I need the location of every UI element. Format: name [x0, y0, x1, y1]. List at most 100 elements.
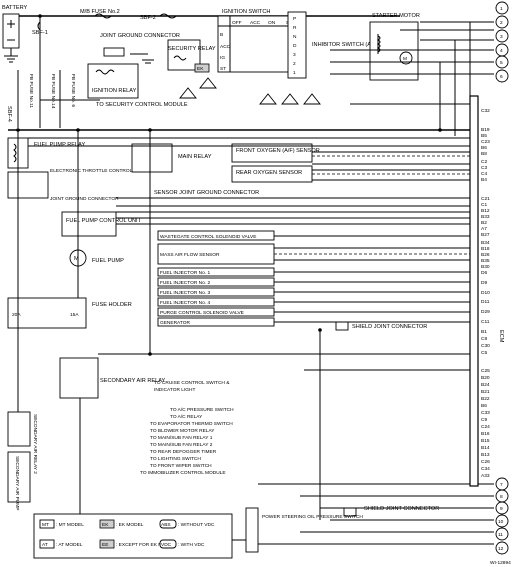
etc-relay-label: ELECTRONIC THROTTLE CONTROL RELAY — [50, 168, 150, 174]
svg-text:AT: AT — [42, 542, 48, 548]
svg-text:7: 7 — [500, 482, 503, 488]
svg-text:B2: B2 — [481, 220, 487, 226]
svg-text:2: 2 — [500, 20, 503, 26]
starter-motor-label: STARTER MOTOR — [372, 13, 420, 19]
svg-text:INDICATOR LIGHT: INDICATOR LIGHT — [154, 387, 195, 393]
svg-text:OFF: OFF — [232, 20, 242, 26]
svg-text:B6: B6 — [481, 403, 487, 409]
svg-text:C2: C2 — [481, 159, 487, 165]
svg-text:TO REAR DEFOGGER TIMER: TO REAR DEFOGGER TIMER — [150, 449, 217, 455]
svg-text:B15: B15 — [481, 438, 490, 444]
ecm-component-boxes: WASTEGATE CONTROL SOLENOID VALVE MASS AI… — [157, 230, 275, 327]
svg-text:B27: B27 — [481, 232, 490, 238]
fuse-15a: 15A — [70, 312, 79, 318]
box-inj2: FUEL INJECTOR No. 2 — [160, 280, 210, 286]
ecm-label: ECM — [498, 330, 504, 343]
svg-text:TO MAIN/SUB FAN RELAY 1: TO MAIN/SUB FAN RELAY 1 — [150, 435, 213, 441]
svg-text:B12: B12 — [481, 208, 490, 214]
wires — [17, 21, 494, 545]
svg-text:C26: C26 — [481, 459, 490, 465]
secondary-air-relay — [59, 357, 99, 399]
svg-text:B1: B1 — [481, 329, 487, 335]
svg-text:M: M — [403, 56, 407, 62]
inhibitor-switch — [287, 11, 307, 79]
ignition-switch-label: IGNITION SWITCH — [222, 9, 270, 15]
to-security-label: TO SECURITY CONTROL MODULE — [96, 102, 188, 108]
svg-text:N: N — [293, 34, 297, 40]
svg-text:B4: B4 — [481, 177, 487, 183]
ek-tag-1 — [194, 63, 210, 73]
svg-text:C8: C8 — [481, 336, 487, 342]
svg-text:D29: D29 — [481, 309, 490, 315]
shield-2-label: SHIELD JOINT CONNECTOR — [364, 506, 439, 512]
at-tag-3 — [303, 93, 321, 105]
svg-text:C3: C3 — [481, 165, 487, 171]
battery-symbol — [2, 13, 20, 49]
ign-row-headers: B ACC IG ST — [220, 32, 231, 72]
svg-text:C24: C24 — [481, 424, 490, 430]
fb14-label: FB FUSE No.14 — [50, 74, 56, 109]
front-o2-label: FRONT OXYGEN (A/F) SENSOR — [236, 148, 320, 154]
svg-text:8: 8 — [500, 494, 503, 500]
svg-text:MT: MT — [42, 522, 49, 528]
svg-text:TO IMMOBILIZER CONTROL MODULE: TO IMMOBILIZER CONTROL MODULE — [140, 470, 226, 476]
svg-text:ABS: ABS — [161, 522, 171, 528]
fuel-pump-control-unit — [61, 211, 117, 237]
ecm-pins-upper: C32 B19 B5 C23 B6 B8 C2 C3 C4 B4 C21 C1 … — [481, 108, 490, 356]
motor-symbol — [399, 51, 413, 65]
battery-label: BATTERY — [2, 5, 28, 11]
svg-text:: EK MODEL: : EK MODEL — [116, 522, 144, 528]
svg-text:12: 12 — [498, 546, 504, 552]
svg-text:B13: B13 — [481, 452, 490, 458]
svg-text:VDC: VDC — [161, 542, 172, 548]
svg-text:R: R — [293, 25, 297, 31]
box-inj1: FUEL INJECTOR No. 1 — [160, 270, 210, 276]
connector-circles: 1 2 3 4 5 6 7 8 9 10 11 12 — [495, 1, 509, 555]
svg-text:B26: B26 — [481, 252, 490, 258]
svg-text:C33: C33 — [481, 410, 490, 416]
svg-text:TO FRONT WIPER SWITCH: TO FRONT WIPER SWITCH — [150, 463, 212, 469]
svg-text:IG: IG — [220, 55, 225, 61]
svg-text:: AT MODEL: : AT MODEL — [56, 542, 83, 548]
fb6-label: FB FUSE No. 6 — [70, 74, 76, 107]
svg-text:TO MAIN/SUB FAN RELAY 2: TO MAIN/SUB FAN RELAY 2 — [150, 442, 213, 448]
svg-text:C1: C1 — [481, 202, 487, 208]
svg-text:C5: C5 — [481, 350, 487, 356]
main-relay — [131, 143, 173, 173]
mt-tag-2 — [281, 93, 299, 105]
sec-air-relay2-label: SECONDARY AIR RELAY 2 — [32, 414, 38, 474]
at-tag-2 — [259, 93, 277, 105]
sensor-jgc-label: SENSOR JOINT GROUND CONNECTOR — [154, 190, 259, 196]
svg-text:ACC: ACC — [250, 20, 261, 26]
inhibitor-label: INHIBITOR SWITCH (AT) — [312, 42, 376, 48]
svg-text:C32: C32 — [481, 108, 490, 114]
svg-text:4: 4 — [500, 48, 503, 54]
svg-text:B33: B33 — [481, 214, 490, 220]
fuel-pump-label: FUEL PUMP — [92, 258, 124, 264]
joint-ground-connector — [103, 47, 125, 57]
svg-text:C30: C30 — [481, 343, 490, 349]
at-tag-1 — [199, 77, 217, 89]
fuse-holder — [7, 297, 87, 329]
main-relay-label: MAIN RELAY — [178, 154, 212, 160]
svg-text:TO BLOWER MOTOR RELAY: TO BLOWER MOTOR RELAY — [150, 428, 215, 434]
svg-text:ON: ON — [268, 20, 276, 26]
svg-text:M: M — [74, 256, 79, 262]
jgc2-label: JOINT GROUND CONNECTOR — [50, 196, 119, 202]
svg-text:D10: D10 — [481, 290, 490, 296]
svg-text:9: 9 — [500, 506, 503, 512]
svg-text:B14: B14 — [481, 445, 490, 451]
fuse-20a: 20A — [12, 312, 21, 318]
svg-text:C9: C9 — [481, 417, 487, 423]
svg-text:C23: C23 — [481, 139, 490, 145]
mb-fuse-label: M/B FUSE No.2 — [80, 9, 120, 15]
svg-text:TO A/C RELAY: TO A/C RELAY — [170, 414, 203, 420]
junction-dots — [16, 14, 442, 356]
fuse-holder-label: FUSE HOLDER — [92, 302, 132, 308]
svg-text:B30: B30 — [481, 264, 490, 270]
svg-text:3: 3 — [293, 52, 296, 58]
security-relay-label: SECURITY RELAY — [168, 46, 216, 52]
svg-text:11: 11 — [498, 532, 503, 538]
ecm-pins-lower: C25 B20 B24 B21 B22 B6 C33 C9 C24 B16 B1… — [481, 368, 490, 479]
svg-text:1: 1 — [293, 70, 296, 76]
